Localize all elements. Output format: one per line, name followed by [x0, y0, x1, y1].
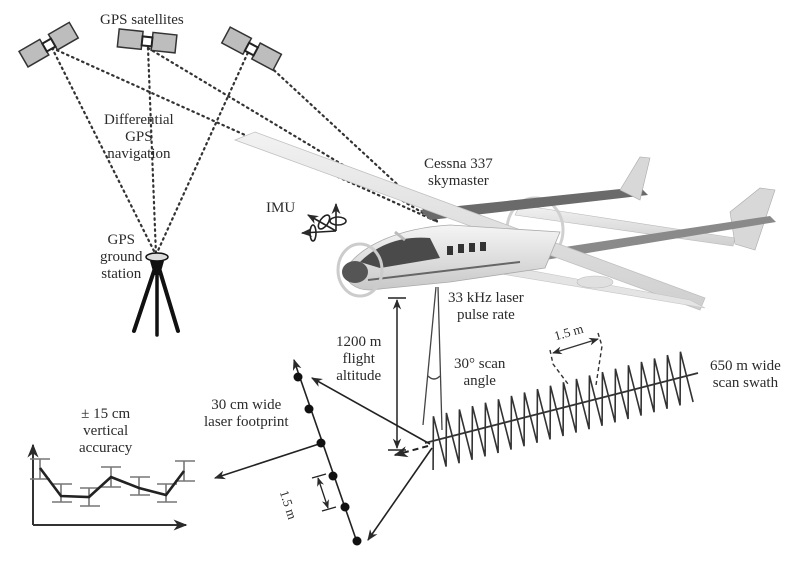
label-differential-gps: Differential GPS navigation — [104, 112, 174, 163]
imu-axes-icon — [300, 202, 347, 242]
laser-footprint-line — [213, 358, 433, 546]
label-line: station — [101, 266, 142, 282]
signal-line — [154, 46, 252, 257]
vertical-accuracy-chart — [27, 443, 195, 531]
label-line: 33 kHz laser — [448, 290, 524, 306]
label-line: Differential — [104, 112, 174, 128]
plane-windows — [447, 242, 486, 255]
label-pulse-rate: 33 kHz laser pulse rate — [448, 290, 524, 324]
label-aircraft: Cessna 337 skymaster — [424, 156, 493, 190]
footprint-dot — [293, 372, 303, 382]
label-scan-swath: 650 m wide scan swath — [710, 358, 781, 392]
label-laser-footprint: 30 cm wide laser footprint — [204, 397, 289, 431]
laser-scan-cone — [422, 286, 443, 431]
label-line: 30° scan — [454, 356, 506, 372]
label-line: Cessna 337 — [424, 156, 493, 172]
satellite-3-icon — [220, 26, 283, 72]
label-flight-altitude: 1200 m flight altitude — [336, 334, 381, 385]
label-line: ± 15 cm — [81, 406, 131, 422]
label-imu: IMU — [266, 200, 296, 216]
error-bars — [30, 458, 195, 507]
label-line: 650 m wide — [710, 358, 781, 374]
footprint-dot — [304, 404, 314, 414]
footprint-dots — [293, 372, 362, 546]
label-line: vertical — [83, 423, 129, 439]
altitude-dimension — [388, 297, 406, 451]
footprint-dot — [340, 502, 350, 512]
label-line: skymaster — [427, 173, 489, 189]
footprint-dot — [352, 536, 362, 546]
label-line: pulse rate — [456, 307, 515, 323]
label-line: GPS — [125, 129, 153, 145]
label-gps-ground-station: GPS ground station — [100, 232, 143, 283]
scan-spacing-dimension — [549, 332, 603, 386]
dashed-pointer-arrow — [393, 445, 429, 458]
label-vertical-accuracy: ± 15 cm vertical accuracy — [79, 406, 132, 457]
label-line: scan swath — [712, 375, 779, 391]
label-line: 30 cm wide — [211, 397, 282, 413]
footprint-dot — [328, 471, 338, 481]
footprint-dot — [316, 438, 326, 448]
scan-swath-zigzag — [424, 351, 699, 471]
label-line: laser footprint — [204, 414, 289, 430]
satellite-2-icon — [116, 28, 178, 54]
label-line: flight — [342, 351, 375, 367]
label-line: GPS — [107, 232, 136, 248]
label-line: 1200 m — [336, 334, 382, 350]
label-line: ground — [100, 249, 143, 265]
footprint-spacing-dimension — [311, 473, 337, 512]
signal-line — [50, 46, 440, 224]
label-gps-satellites: GPS satellites — [100, 12, 184, 28]
accuracy-series-line — [38, 467, 186, 499]
label-scan-angle: 30° scan angle — [454, 356, 505, 390]
signal-line — [146, 46, 158, 257]
satellite-1-icon — [17, 21, 80, 68]
label-line: altitude — [336, 368, 382, 384]
label-line: accuracy — [79, 440, 133, 456]
ground-station-tripod-icon — [132, 252, 180, 337]
label-line: angle — [463, 373, 496, 389]
label-line: navigation — [107, 146, 171, 162]
cessna-337-airplane-icon — [233, 131, 776, 311]
signal-line — [50, 46, 158, 257]
